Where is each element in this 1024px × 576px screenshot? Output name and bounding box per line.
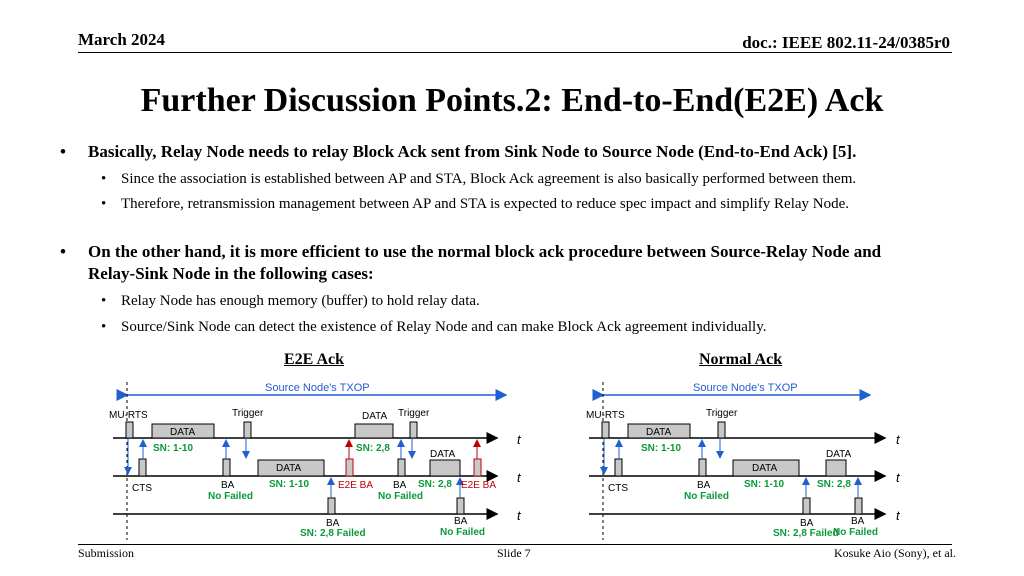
bullet-1-sub-2-text: Therefore, retransmission management bet… [121,196,850,212]
bullet-dot: • [60,242,66,261]
ba-status-3: No Failed [378,491,423,502]
bullet-2-text-line1: On the other hand, it is more efficient … [88,242,882,261]
sn-label-3: SN: 2,8 [356,443,390,454]
bullet-2-sub-2-text: Source/Sink Node can detect the existenc… [121,319,767,335]
mu-rts-label: MU-RTS [109,410,148,421]
ba-status-2: SN: 2,8 Failed [773,528,839,539]
bullet-dot: • [60,142,66,161]
footer-author: Kosuke Aio (Sony), et al. [834,546,956,560]
data-label-2: DATA [276,463,302,474]
ba-label-2: BA [326,518,340,529]
data-label-3: DATA [826,449,852,460]
mu-rts-frame [125,421,134,439]
sn-label-3: SN: 2,8 [817,479,851,490]
bullet-1-text: Basically, Relay Node needs to relay Blo… [88,142,857,161]
sn-label-1: SN: 1-10 [153,443,193,454]
data-frame-4 [429,459,461,477]
data-frame-2 [732,459,800,477]
sn-label-4: SN: 2,8 [418,479,452,490]
t-label: t [896,470,901,485]
header-date: March 2024 [78,30,166,49]
sn-label-2: SN: 1-10 [744,479,784,490]
ba-status-2: SN: 2,8 Failed [300,528,366,539]
slide-title: Further Discussion Points.2: End-to-End(… [140,82,884,119]
data-frame-1 [627,423,691,439]
ba-label-2: BA [800,518,814,529]
bullet-1-sub-1-text: Since the association is established bet… [121,171,857,187]
txop-label: Source Node's TXOP [265,382,370,394]
trigger-label-1: Trigger [706,408,738,419]
ba-label-3: BA [393,480,407,491]
header-divider [78,52,952,53]
ba-frame-1 [698,458,707,477]
ba-label-1: BA [221,480,235,491]
data-label-2: DATA [752,463,778,474]
footer-submission: Submission [78,546,135,560]
data-label-1: DATA [170,427,196,438]
e2e-ack-caption: E2E Ack [284,351,345,368]
trigger-label-1: Trigger [232,408,264,419]
header-doc-id: doc.: IEEE 802.11-24/0385r0 [742,33,950,52]
data-frame-3 [825,459,847,477]
ba-frame-2 [802,497,811,515]
footer-slide-number: Slide 7 [497,546,531,560]
t-label: t [896,432,901,447]
ba-label-4: BA [454,516,468,527]
data-label-1: DATA [646,427,672,438]
bullet-dot: • [101,319,107,335]
bullet-2-sub-1-text: Relay Node has enough memory (buffer) to… [121,293,480,309]
t-label: t [517,432,522,447]
normal-ack-caption: Normal Ack [699,351,783,368]
ba-status-3: No Failed [833,527,878,538]
trigger-frame-2 [409,421,418,439]
trigger-frame-1 [717,421,726,439]
data-frame-3 [354,423,394,439]
data-frame-2 [257,459,325,477]
cts-label: CTS [132,483,152,494]
ba-status-4: No Failed [440,527,485,538]
bullet-2-text-line2: Relay-Sink Node in the following cases: [88,264,374,283]
t-label: t [896,508,901,523]
txop-label: Source Node's TXOP [693,382,798,394]
cts-label: CTS [608,483,628,494]
mu-rts-frame [601,421,610,439]
bullet-dot: • [101,293,107,309]
e2e-ba-label-2: E2E BA [461,480,496,491]
trigger-frame-1 [243,421,252,439]
data-label-3: DATA [362,411,388,422]
ba-status-1: No Failed [208,491,253,502]
ba-frame-3 [854,497,863,515]
cts-frame [614,458,623,477]
sn-label-1: SN: 1-10 [641,443,681,454]
ba-label-1: BA [697,480,711,491]
sn-label-2: SN: 1-10 [269,479,309,490]
data-frame-1 [151,423,215,439]
e2e-ba-label-1: E2E BA [338,480,373,491]
bullet-dot: • [101,171,107,187]
t-label: t [517,508,522,523]
t-label: t [517,470,522,485]
mu-rts-label: MU-RTS [586,410,625,421]
trigger-label-2: Trigger [398,408,430,419]
data-label-4: DATA [430,449,456,460]
ba-status-1: No Failed [684,491,729,502]
footer-divider [78,544,952,545]
bullet-dot: • [101,196,107,212]
ba-label-3: BA [851,516,865,527]
